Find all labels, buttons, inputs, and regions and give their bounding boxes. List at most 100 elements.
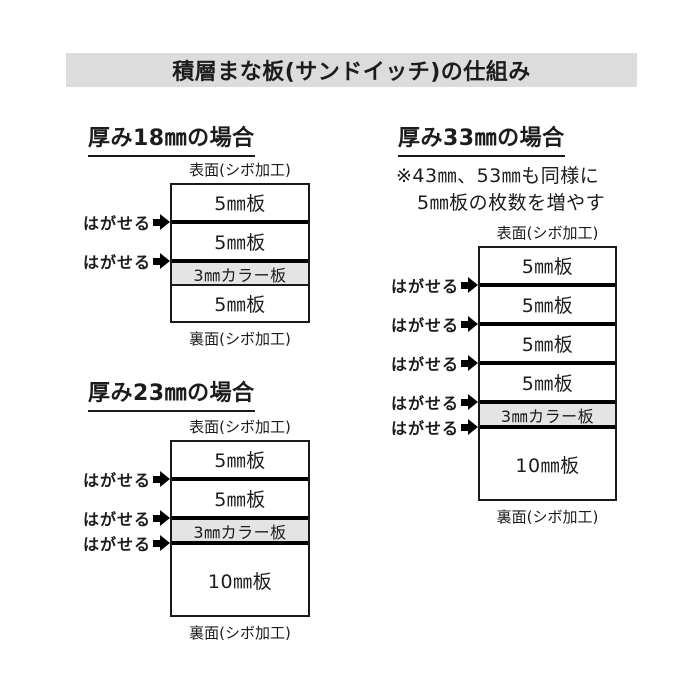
peel-annotation: はがせる [83, 532, 170, 554]
peel-annotation: はがせる [391, 274, 478, 296]
peel-arrow-head [468, 316, 478, 332]
title-bar: 積層まな板(サンドイッチ)の仕組み [66, 53, 637, 87]
peel-label: はがせる [390, 394, 459, 413]
board-layer: 5㎜板 [480, 326, 615, 361]
peel-annotation: はがせる [83, 211, 170, 233]
color-board-layer: 3㎜カラー板 [172, 263, 308, 285]
peel-joint [480, 425, 615, 429]
peel-label: はがせる [82, 253, 151, 272]
layer-label: 3㎜カラー板 [193, 522, 287, 542]
peel-annotation: はがせる [83, 468, 170, 490]
peel-label: はがせる [390, 419, 459, 438]
board-layer: 5㎜板 [172, 224, 308, 259]
peel-arrow-shaft [153, 514, 160, 522]
front-surface-label-33mm: 表面(シボ加工) [496, 224, 599, 242]
peel-arrow-shaft [153, 475, 160, 483]
peel-arrow-head [160, 253, 170, 269]
color-board-layer: 3㎜カラー板 [480, 404, 615, 426]
board-layer: 5㎜板 [480, 248, 615, 283]
peel-label: はがせる [390, 355, 459, 374]
peel-arrow-shaft [461, 320, 468, 328]
peel-label: はがせる [82, 471, 151, 490]
layer-label: 5㎜板 [214, 489, 266, 511]
layer-stack-18mm: 5㎜板 5㎜板 3㎜カラー板 5㎜板 [170, 183, 310, 323]
peel-arrow-shaft [461, 423, 468, 431]
layer-label: 5㎜板 [214, 193, 266, 215]
peel-arrow-icon [461, 277, 478, 293]
peel-arrow-icon [461, 419, 478, 435]
peel-joint [172, 259, 308, 263]
peel-annotation: はがせる [391, 352, 478, 374]
peel-arrow-shaft [461, 281, 468, 289]
front-surface-label-23mm: 表面(シボ加工) [189, 418, 291, 436]
peel-joint [172, 220, 308, 224]
board-layer: 5㎜板 [172, 481, 308, 516]
layer-label: 5㎜板 [521, 256, 574, 278]
peel-annotation: はがせる [391, 313, 478, 335]
peel-arrow-head [468, 394, 478, 410]
peel-label: はがせる [390, 316, 459, 335]
back-surface-label-18mm: 裏面(シボ加工) [189, 330, 291, 348]
board-layer: 5㎜板 [172, 185, 308, 220]
peel-arrow-head [468, 355, 478, 371]
diagram-heading-18mm: 厚み18㎜の場合 [88, 120, 255, 157]
peel-joint [172, 477, 308, 481]
peel-arrow-shaft [153, 218, 160, 226]
peel-arrow-head [160, 510, 170, 526]
diagram-heading-33mm: 厚み33㎜の場合 [398, 120, 565, 157]
peel-arrow-shaft [153, 257, 160, 265]
peel-annotation: はがせる [391, 416, 478, 438]
peel-label: はがせる [82, 214, 151, 233]
peel-arrow-icon [153, 471, 170, 487]
peel-arrow-shaft [461, 398, 468, 406]
diagram-note-33mm-2: 5㎜板の枚数を増やす [417, 192, 606, 214]
peel-arrow-icon [153, 253, 170, 269]
layer-label: 5㎜板 [214, 232, 266, 254]
front-surface-label-18mm: 表面(シボ加工) [189, 161, 291, 179]
layer-label: 5㎜板 [521, 373, 574, 395]
peel-label: はがせる [82, 535, 151, 554]
peel-arrow-head [468, 419, 478, 435]
peel-joint [172, 541, 308, 545]
peel-annotation: はがせる [83, 507, 170, 529]
diagram-note-33mm-1: ※43㎜、53㎜も同様に [396, 165, 600, 187]
layer-label: 5㎜板 [521, 295, 574, 317]
peel-arrow-head [468, 277, 478, 293]
board-layer: 10㎜板 [480, 429, 615, 499]
board-layer: 5㎜板 [480, 287, 615, 322]
peel-joint [480, 361, 615, 365]
peel-arrow-icon [461, 394, 478, 410]
peel-arrow-shaft [153, 539, 160, 547]
peel-joint [480, 322, 615, 326]
layer-label: 3㎜カラー板 [500, 406, 595, 426]
peel-arrow-head [160, 535, 170, 551]
peel-joint [480, 400, 615, 404]
peel-arrow-icon [153, 535, 170, 551]
board-layer: 5㎜板 [172, 442, 308, 477]
layer-label: 3㎜カラー板 [193, 265, 287, 285]
layer-stack-23mm: 5㎜板 5㎜板 3㎜カラー板 10㎜板 [170, 440, 310, 617]
peel-joint [480, 283, 615, 287]
peel-arrow-icon [153, 510, 170, 526]
peel-arrow-head [160, 471, 170, 487]
peel-joint [172, 516, 308, 520]
board-layer: 5㎜板 [172, 286, 308, 321]
back-surface-label-33mm: 裏面(シボ加工) [496, 508, 599, 526]
color-board-layer: 3㎜カラー板 [172, 520, 308, 542]
peel-annotation: はがせる [391, 391, 478, 413]
layer-label: 5㎜板 [521, 334, 574, 356]
layer-label: 5㎜板 [214, 450, 266, 472]
board-layer: 10㎜板 [172, 545, 308, 615]
diagram-heading-23mm: 厚み23㎜の場合 [88, 375, 255, 412]
thin-joint [172, 284, 308, 286]
layer-label: 10㎜板 [515, 454, 580, 477]
peel-arrow-icon [153, 214, 170, 230]
peel-arrow-head [160, 214, 170, 230]
layer-label: 5㎜板 [214, 294, 266, 316]
page-title: 積層まな板(サンドイッチ)の仕組み [172, 60, 531, 85]
peel-arrow-icon [461, 355, 478, 371]
board-layer: 5㎜板 [480, 365, 615, 400]
layer-stack-33mm: 5㎜板 5㎜板 5㎜板 5㎜板 3㎜カラー板 10㎜板 [478, 246, 617, 501]
peel-label: はがせる [390, 277, 459, 296]
